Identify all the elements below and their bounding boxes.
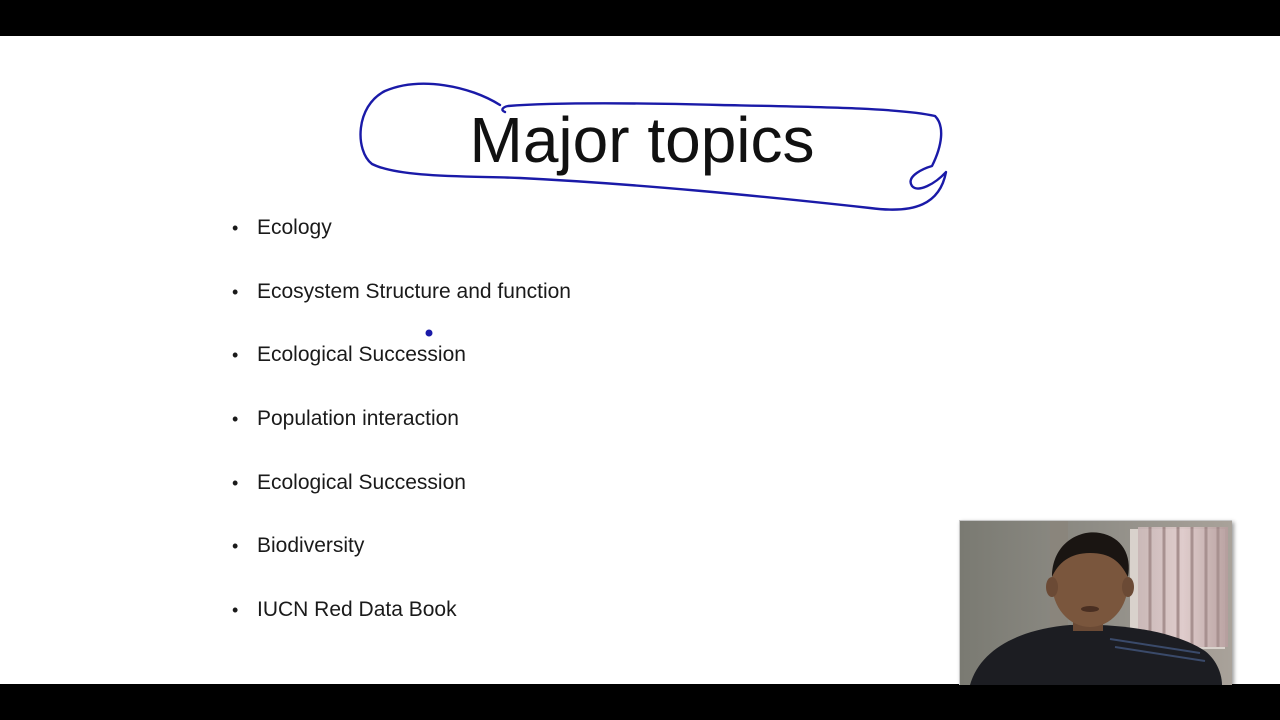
bullet-icon: •	[232, 600, 239, 621]
presenter-hair	[1052, 532, 1129, 577]
bullet-icon: •	[232, 536, 239, 557]
title-container: Major topics	[437, 100, 847, 180]
list-item: • IUCN Red Data Book	[232, 590, 571, 654]
bullet-icon: •	[232, 409, 239, 430]
bullet-icon: •	[232, 218, 239, 238]
list-item: • Biodiversity	[232, 526, 571, 590]
presenter-torso	[970, 624, 1222, 685]
slide-title: Major topics	[469, 104, 815, 176]
topic-label: Ecological Succession	[257, 343, 466, 367]
topic-label: Ecological Succession	[257, 470, 466, 494]
topic-label: IUCN Red Data Book	[257, 598, 457, 622]
list-item: • Ecology	[232, 208, 571, 272]
presenter-video-image	[960, 521, 1232, 685]
webcam-overlay	[959, 520, 1232, 685]
presenter-mouth	[1081, 606, 1099, 612]
presenter-ear	[1046, 577, 1058, 597]
shirt-stripes	[1109, 638, 1206, 662]
list-item: • Ecological Succession	[232, 463, 571, 527]
presentation-slide: Major topics • Ecology • Ecosystem Struc…	[0, 36, 1280, 684]
curtain	[1138, 527, 1228, 647]
list-item: • Population interaction	[232, 399, 571, 463]
list-item: • Ecological Succession	[232, 335, 571, 399]
topic-list: • Ecology • Ecosystem Structure and func…	[232, 208, 571, 654]
topic-label: Ecology	[257, 216, 332, 239]
bullet-icon: •	[232, 281, 239, 302]
topic-label: Biodiversity	[257, 534, 365, 558]
bullet-icon: •	[232, 472, 239, 493]
topic-label: Ecosystem Structure and function	[257, 279, 571, 303]
presenter-head	[1052, 539, 1128, 627]
presenter-ear	[1122, 577, 1134, 597]
list-item: • Ecosystem Structure and function	[232, 272, 571, 336]
topic-label: Population interaction	[257, 407, 459, 431]
bullet-icon: •	[232, 345, 239, 366]
